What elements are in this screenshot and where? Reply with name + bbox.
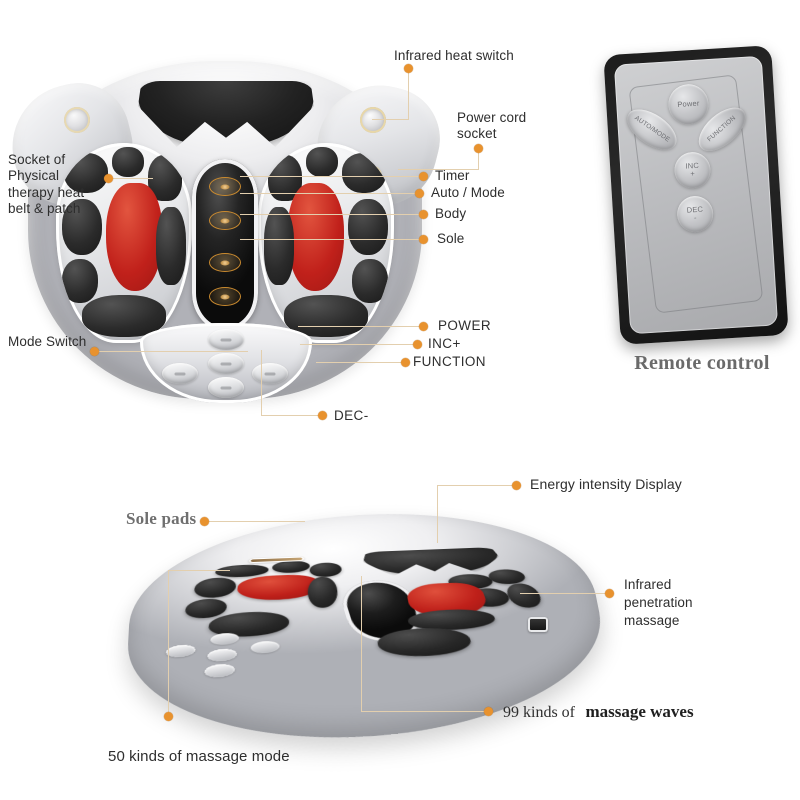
inc-button-perspective[interactable]: [206, 648, 238, 662]
leader-socket-physical: [113, 178, 153, 180]
label-energy-intensity-display: Energy intensity Display: [530, 476, 682, 492]
function-button-perspective[interactable]: [250, 640, 280, 654]
dot-sole-pads: [200, 517, 209, 526]
dot-infrared-penetration-massage: [605, 589, 614, 598]
leader-infrared-switch-h: [372, 119, 409, 121]
label-power-cord-socket: Power cord socket: [457, 110, 527, 142]
label-mode-switch: Mode Switch: [8, 334, 87, 349]
left-sole-plate: [56, 143, 192, 343]
dot-energy-intensity-display: [512, 481, 521, 490]
ankle-arch-pad-perspective: [362, 547, 506, 577]
timer-led-indicator: [209, 177, 241, 196]
label-massage-waves: 99 kinds of massage waves: [503, 702, 694, 722]
dot-infrared-heat-switch: [404, 64, 413, 73]
body-led-indicator: [209, 253, 241, 272]
mode-switch-button-perspective[interactable]: [164, 644, 197, 658]
power-button-perspective[interactable]: [209, 632, 240, 646]
leader-auto-mode: [240, 193, 418, 195]
label-infrared-penetration-massage: Infrared penetration massage: [624, 577, 693, 629]
leader-massage-waves-v: [361, 576, 363, 712]
power-button[interactable]: [208, 329, 244, 350]
label-socket-physical-therapy: Socket of Physical therapy heat belt & p…: [8, 152, 85, 217]
dot-massage-waves: [484, 707, 493, 716]
label-massage-mode: 50 kinds of massage mode: [108, 748, 290, 765]
foot-massager-perspective-view: [122, 475, 621, 765]
label-power: POWER: [438, 318, 492, 333]
dot-function: [401, 358, 410, 367]
leader-power-cord-v: [478, 148, 480, 170]
leader-sole: [240, 239, 422, 241]
label-sole-pads: Sole pads: [126, 509, 197, 528]
dot-body: [419, 210, 428, 219]
dot-auto-mode: [415, 189, 424, 198]
remote-faceplate: Power AUTO/MODE FUNCTION INC + DEC -: [613, 55, 779, 335]
leader-infrared-penetration: [520, 593, 608, 595]
dec-button[interactable]: [208, 377, 244, 398]
leader-timer: [240, 176, 422, 178]
dot-power: [419, 322, 428, 331]
dot-sole: [419, 235, 428, 244]
leader-massage-mode-v: [168, 570, 170, 716]
leader-body: [240, 214, 422, 216]
label-dec-minus: DEC-: [334, 408, 369, 423]
label-function: FUNCTION: [413, 354, 486, 369]
inc-button[interactable]: [208, 353, 244, 374]
dot-timer: [419, 172, 428, 181]
leader-massage-waves-h: [361, 711, 487, 713]
dot-power-cord-socket: [474, 144, 483, 153]
dot-socket-physical: [104, 174, 113, 183]
leader-function: [316, 362, 404, 364]
device-top-surface: [135, 544, 594, 678]
leader-dec-h: [261, 415, 322, 417]
dot-mode-switch: [90, 347, 99, 356]
dot-dec-minus: [318, 411, 327, 420]
label-sole: Sole: [437, 231, 465, 246]
label-massage-waves-prefix: 99 kinds of: [503, 704, 575, 721]
remote-control-caption: Remote control: [634, 352, 770, 374]
leader-dec-v: [261, 350, 263, 416]
sole-led-indicator: [209, 287, 241, 306]
dot-massage-mode: [164, 712, 173, 721]
label-auto-mode: Auto / Mode: [431, 185, 505, 200]
dot-inc-plus: [413, 340, 422, 349]
foot-massager-plan-view: [0, 55, 451, 405]
label-body: Body: [435, 206, 467, 221]
led-indicator-panel: [192, 159, 258, 331]
label-inc-plus: INC+: [428, 336, 461, 351]
auto-mode-led-indicator: [209, 211, 241, 230]
leader-mode-switch: [98, 351, 248, 353]
mode-switch-button[interactable]: [162, 363, 198, 384]
function-button[interactable]: [252, 363, 288, 384]
leader-infrared-switch-v: [408, 68, 410, 120]
label-timer: Timer: [435, 168, 470, 183]
leader-inc: [300, 344, 416, 346]
label-massage-waves-emphasis: massage waves: [585, 702, 694, 721]
infrared-power-port[interactable]: [528, 617, 548, 632]
physical-therapy-socket-control[interactable]: [64, 107, 90, 133]
leader-power: [298, 326, 422, 328]
leader-energy-display-h: [437, 485, 514, 487]
remote-control: Power AUTO/MODE FUNCTION INC + DEC -: [603, 45, 789, 345]
leader-power-cord-h: [398, 169, 479, 171]
right-sole-plate: [258, 143, 394, 343]
leader-massage-mode-h: [168, 570, 230, 572]
label-infrared-heat-switch: Infrared heat switch: [394, 48, 514, 63]
leader-sole-pads: [208, 521, 305, 523]
leader-energy-display-v: [437, 485, 439, 543]
